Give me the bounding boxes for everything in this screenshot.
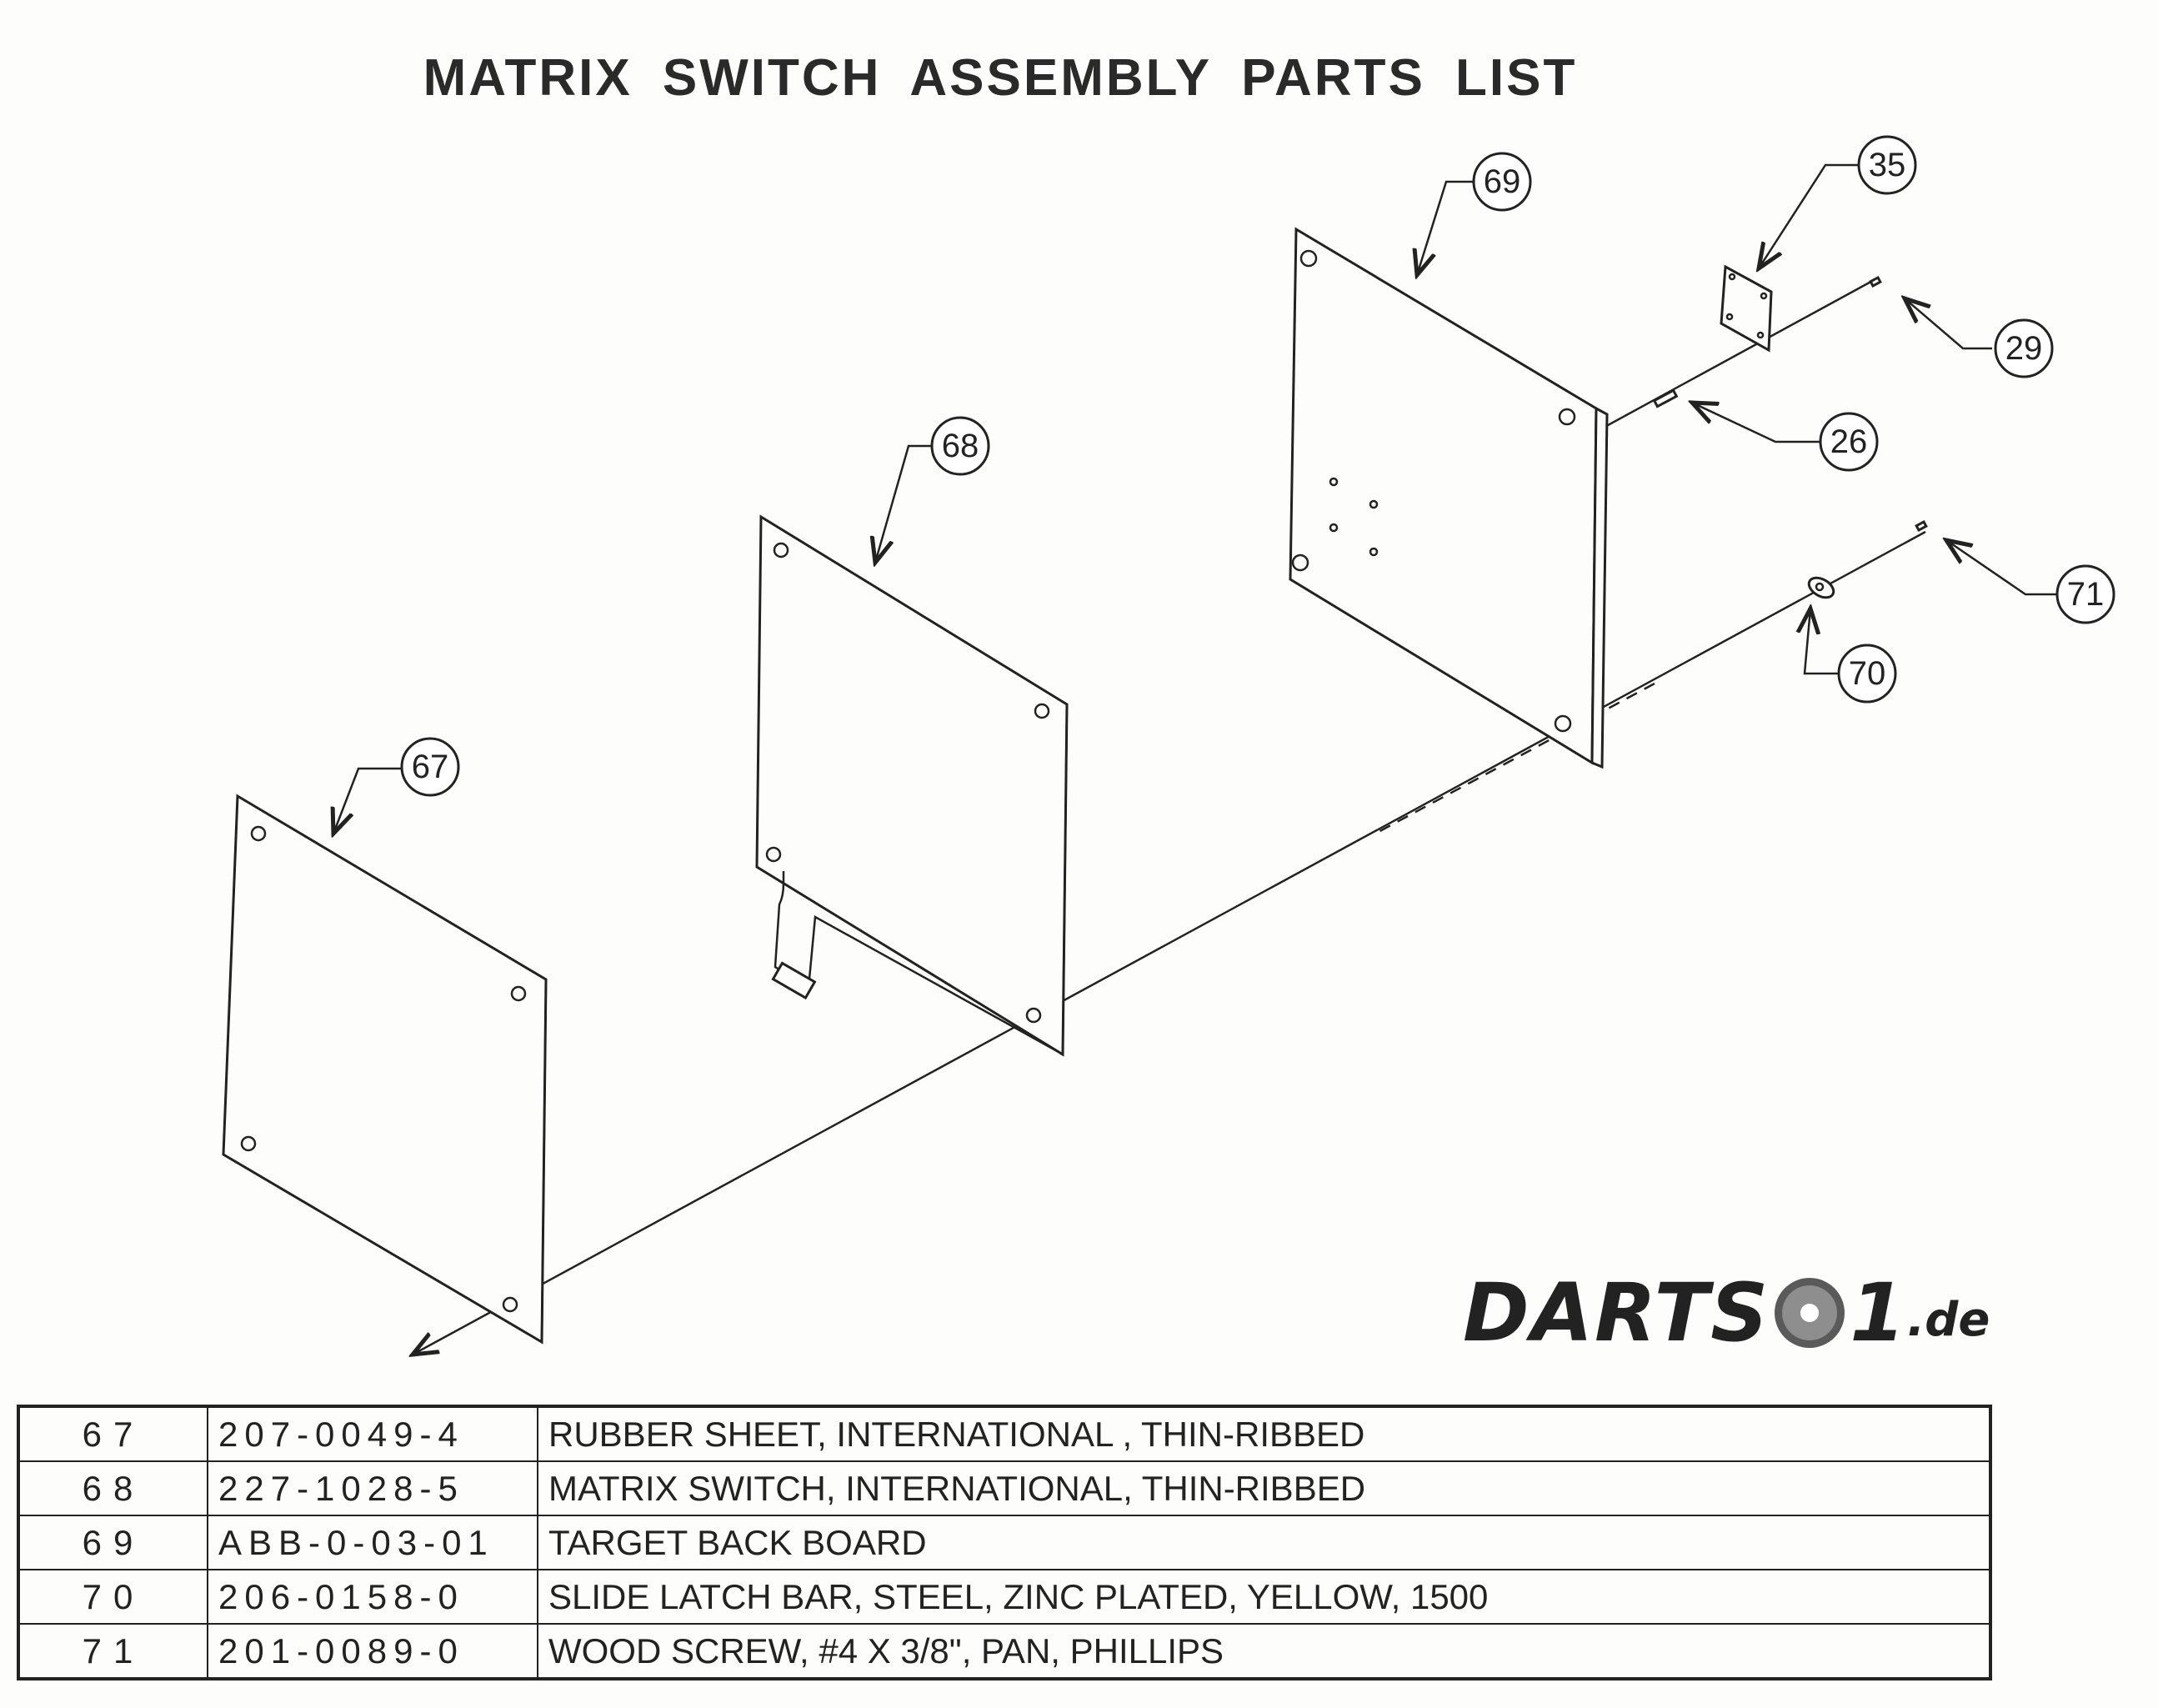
- callout-35: 35: [1857, 135, 1917, 195]
- part-71-screw: [1915, 519, 1928, 533]
- svg-text:35: 35: [1869, 147, 1906, 183]
- item-number: 68: [18, 1460, 208, 1516]
- darts-logo: DARTS 1 .de: [1463, 1266, 1990, 1360]
- svg-text:68: 68: [942, 428, 979, 464]
- callout-68: 68: [930, 416, 990, 476]
- callout-67: 67: [400, 737, 460, 797]
- part-70-latch: [1807, 576, 1835, 599]
- part-35-small-plate: [1720, 264, 1773, 353]
- item-number: 67: [18, 1405, 208, 1462]
- item-number: 69: [18, 1515, 208, 1570]
- table-row: 68 227-1028-5 MATRIX SWITCH, INTERNATION…: [18, 1460, 1991, 1516]
- upper-axis-line: [1600, 278, 1876, 431]
- svg-text:70: 70: [1849, 655, 1886, 692]
- part-number: 207-0049-4: [207, 1405, 538, 1462]
- part-number: ABB-0-03-01: [207, 1515, 538, 1570]
- dartboard-icon: [1775, 1278, 1845, 1348]
- callout-leaders: [333, 163, 2057, 834]
- logo-digit: 1: [1850, 1266, 1908, 1360]
- table-row: 69 ABB-0-03-01 TARGET BACK BOARD: [18, 1515, 1991, 1570]
- part-number: 206-0158-0: [207, 1569, 538, 1625]
- svg-text:67: 67: [412, 749, 449, 785]
- part-number: 201-0089-0: [207, 1623, 538, 1680]
- svg-text:29: 29: [2005, 330, 2043, 367]
- assembly-axis-line: [413, 530, 1926, 1355]
- part-description: TARGET BACK BOARD: [537, 1515, 1991, 1570]
- part-29-fastener: [1869, 275, 1882, 288]
- callout-71: 71: [2055, 564, 2115, 624]
- exploded-assembly-diagram: 67 68 69 35 29 26 71 70: [222, 135, 2115, 1400]
- table-row: 70 206-0158-0 SLIDE LATCH BAR, STEEL, ZI…: [18, 1569, 1991, 1625]
- logo-suffix: .de: [1907, 1293, 1990, 1347]
- part-69-target-back-board: [1289, 227, 1609, 769]
- part-description: RUBBER SHEET, INTERNATIONAL , THIN-RIBBE…: [537, 1405, 1991, 1462]
- table-row: 67 207-0049-4 RUBBER SHEET, INTERNATIONA…: [18, 1405, 1991, 1462]
- item-number: 71: [18, 1623, 208, 1680]
- part-67-rubber-sheet: [222, 794, 548, 1345]
- svg-text:26: 26: [1830, 423, 1868, 460]
- part-number: 227-1028-5: [207, 1460, 538, 1516]
- parts-table: 67 207-0049-4 RUBBER SHEET, INTERNATIONA…: [17, 1405, 1992, 1680]
- part-description: MATRIX SWITCH, INTERNATIONAL, THIN-RIBBE…: [537, 1460, 1991, 1516]
- table-row: 71 201-0089-0 WOOD SCREW, #4 X 3/8", PAN…: [18, 1623, 1991, 1680]
- part-description: WOOD SCREW, #4 X 3/8", PAN, PHILLIPS: [537, 1623, 1991, 1680]
- callout-26: 26: [1819, 412, 1879, 472]
- callout-69: 69: [1472, 152, 1532, 212]
- svg-text:69: 69: [1484, 163, 1521, 200]
- callout-29: 29: [1994, 318, 2054, 378]
- part-68-matrix-switch: [755, 514, 1069, 1057]
- part-26-pin: [1652, 388, 1679, 408]
- part-description: SLIDE LATCH BAR, STEEL, ZINC PLATED, YEL…: [537, 1569, 1991, 1625]
- hidden-axis-segment: [1374, 682, 1655, 835]
- svg-text:71: 71: [2067, 576, 2105, 613]
- item-number: 70: [18, 1569, 208, 1625]
- logo-wordmark: DARTS: [1463, 1266, 1770, 1360]
- callout-70: 70: [1837, 644, 1897, 704]
- page-title: MATRIX SWITCH ASSEMBLY PARTS LIST: [423, 49, 1578, 107]
